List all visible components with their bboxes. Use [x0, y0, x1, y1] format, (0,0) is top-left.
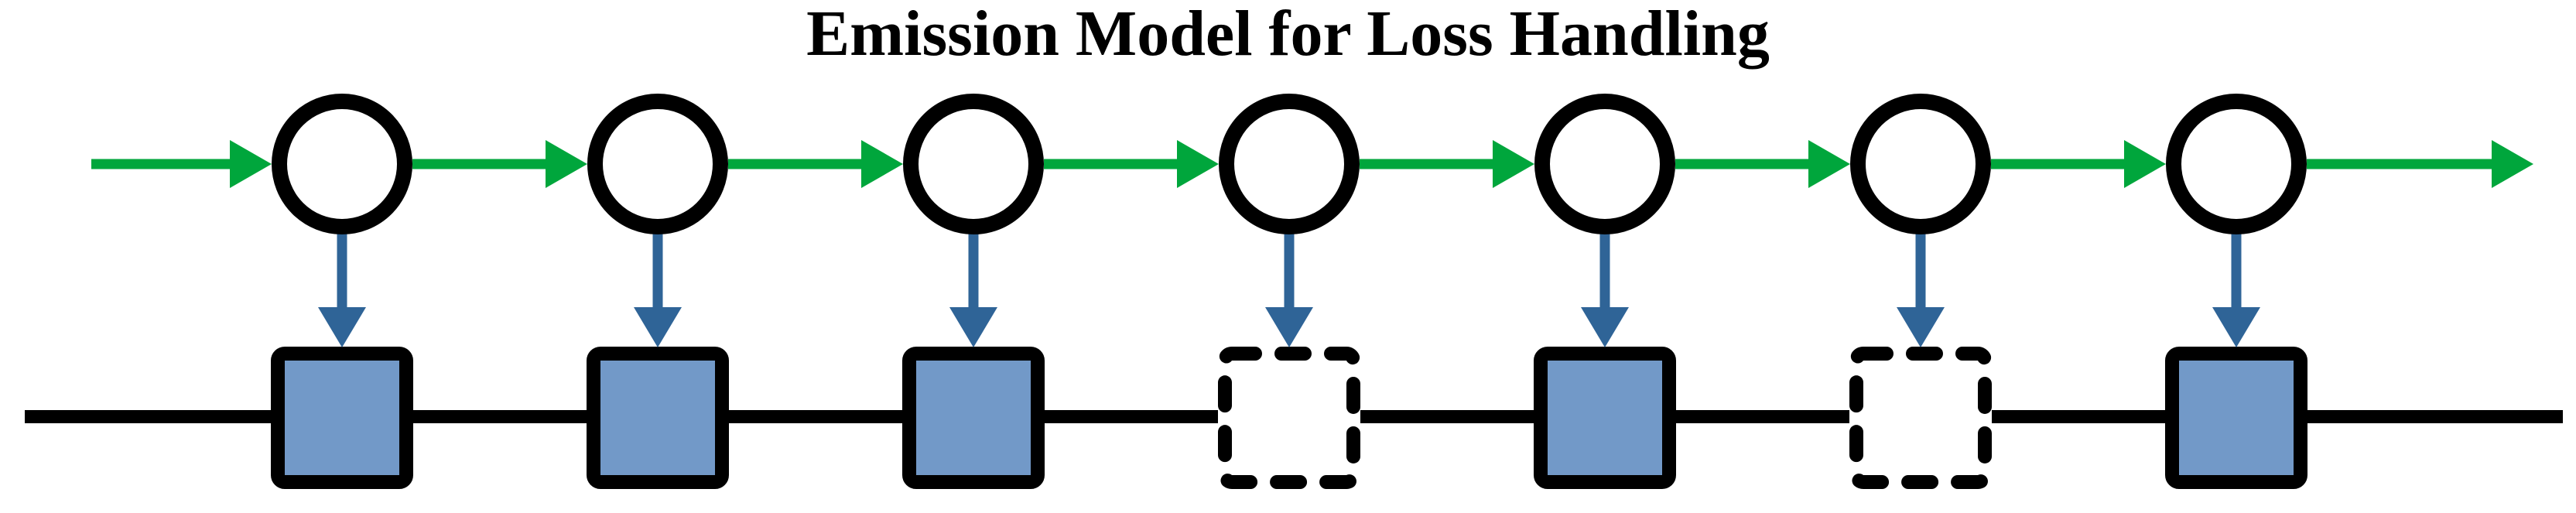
state-node-3: [903, 94, 1044, 234]
observation-node-2: [587, 347, 729, 489]
emission-arrow-head-5: [1581, 307, 1629, 347]
transition-arrow-shaft-1: [412, 159, 550, 169]
emission-arrow-head-1: [318, 307, 366, 347]
emission-arrow-head-6: [1897, 307, 1945, 347]
emission-arrow-head-3: [949, 307, 997, 347]
state-node-4: [1219, 94, 1360, 234]
state-node-5: [1534, 94, 1675, 234]
emission-arrow-stem-2: [652, 233, 663, 309]
transition-arrow-head-5: [1808, 140, 1850, 188]
transition-arrow-head-1: [546, 140, 587, 188]
transition-arrow-shaft-3: [1044, 159, 1182, 169]
transition-arrow-head-0: [230, 140, 272, 188]
emission-arrow-head-2: [634, 307, 682, 347]
emission-arrow-head-4: [1265, 307, 1313, 347]
diagram-title: Emission Model for Loss Handling: [806, 0, 1770, 70]
transition-arrow-shaft-5: [1675, 159, 1813, 169]
emission-arrow-stem-7: [2231, 233, 2242, 309]
transition-arrow-shaft-6: [1991, 159, 2129, 169]
emission-arrow-head-7: [2212, 307, 2260, 347]
emission-arrow-stem-1: [337, 233, 347, 309]
transition-arrow-head-4: [1493, 140, 1534, 188]
state-node-2: [587, 94, 728, 234]
emission-arrow-stem-6: [1915, 233, 1926, 309]
observation-node-1: [271, 347, 413, 489]
transition-arrow-shaft-2: [728, 159, 866, 169]
emission-arrow-stem-5: [1599, 233, 1610, 309]
emission-arrow-stem-4: [1284, 233, 1295, 309]
state-node-6: [1850, 94, 1991, 234]
transition-arrow-shaft-4: [1360, 159, 1497, 169]
observation-node-3: [902, 347, 1045, 489]
transition-arrow-shaft-0: [91, 159, 234, 169]
state-node-7: [2166, 94, 2307, 234]
emission-arrow-stem-3: [968, 233, 979, 309]
missing-observation-node-6: [1849, 347, 1992, 489]
transition-arrow-head-2: [861, 140, 903, 188]
observation-node-7: [2165, 347, 2307, 489]
state-node-1: [272, 94, 412, 234]
transition-arrow-head-7: [2492, 140, 2533, 188]
transition-arrow-head-6: [2124, 140, 2166, 188]
transition-arrow-shaft-7: [2307, 159, 2496, 169]
observation-node-5: [1534, 347, 1676, 489]
transition-arrow-head-3: [1177, 140, 1219, 188]
missing-observation-node-4: [1218, 347, 1360, 489]
